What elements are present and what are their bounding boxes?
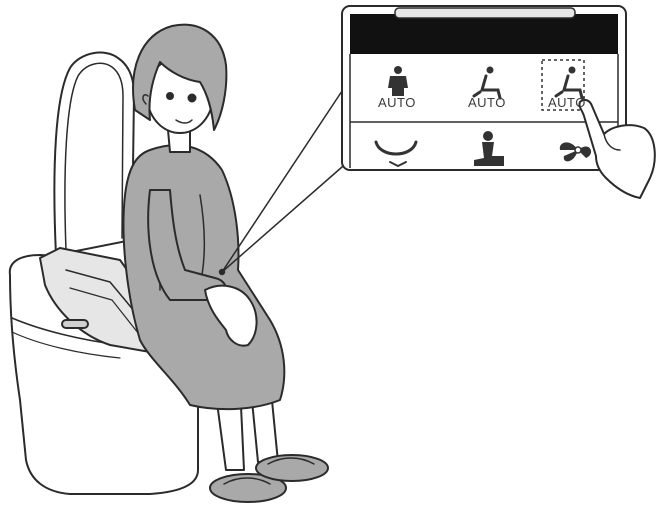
panel-header xyxy=(350,14,618,54)
rear-wash-button[interactable] xyxy=(462,126,518,168)
callout-lines xyxy=(220,82,351,275)
auto-label-1: AUTO xyxy=(378,95,416,110)
dryer-button[interactable] xyxy=(550,126,606,168)
bowl-button[interactable] xyxy=(368,126,424,168)
auto-label-2: AUTO xyxy=(468,95,506,110)
right-slipper xyxy=(256,455,328,481)
auto-label-3: AUTO xyxy=(548,95,586,110)
toilet-sensor xyxy=(62,320,88,328)
